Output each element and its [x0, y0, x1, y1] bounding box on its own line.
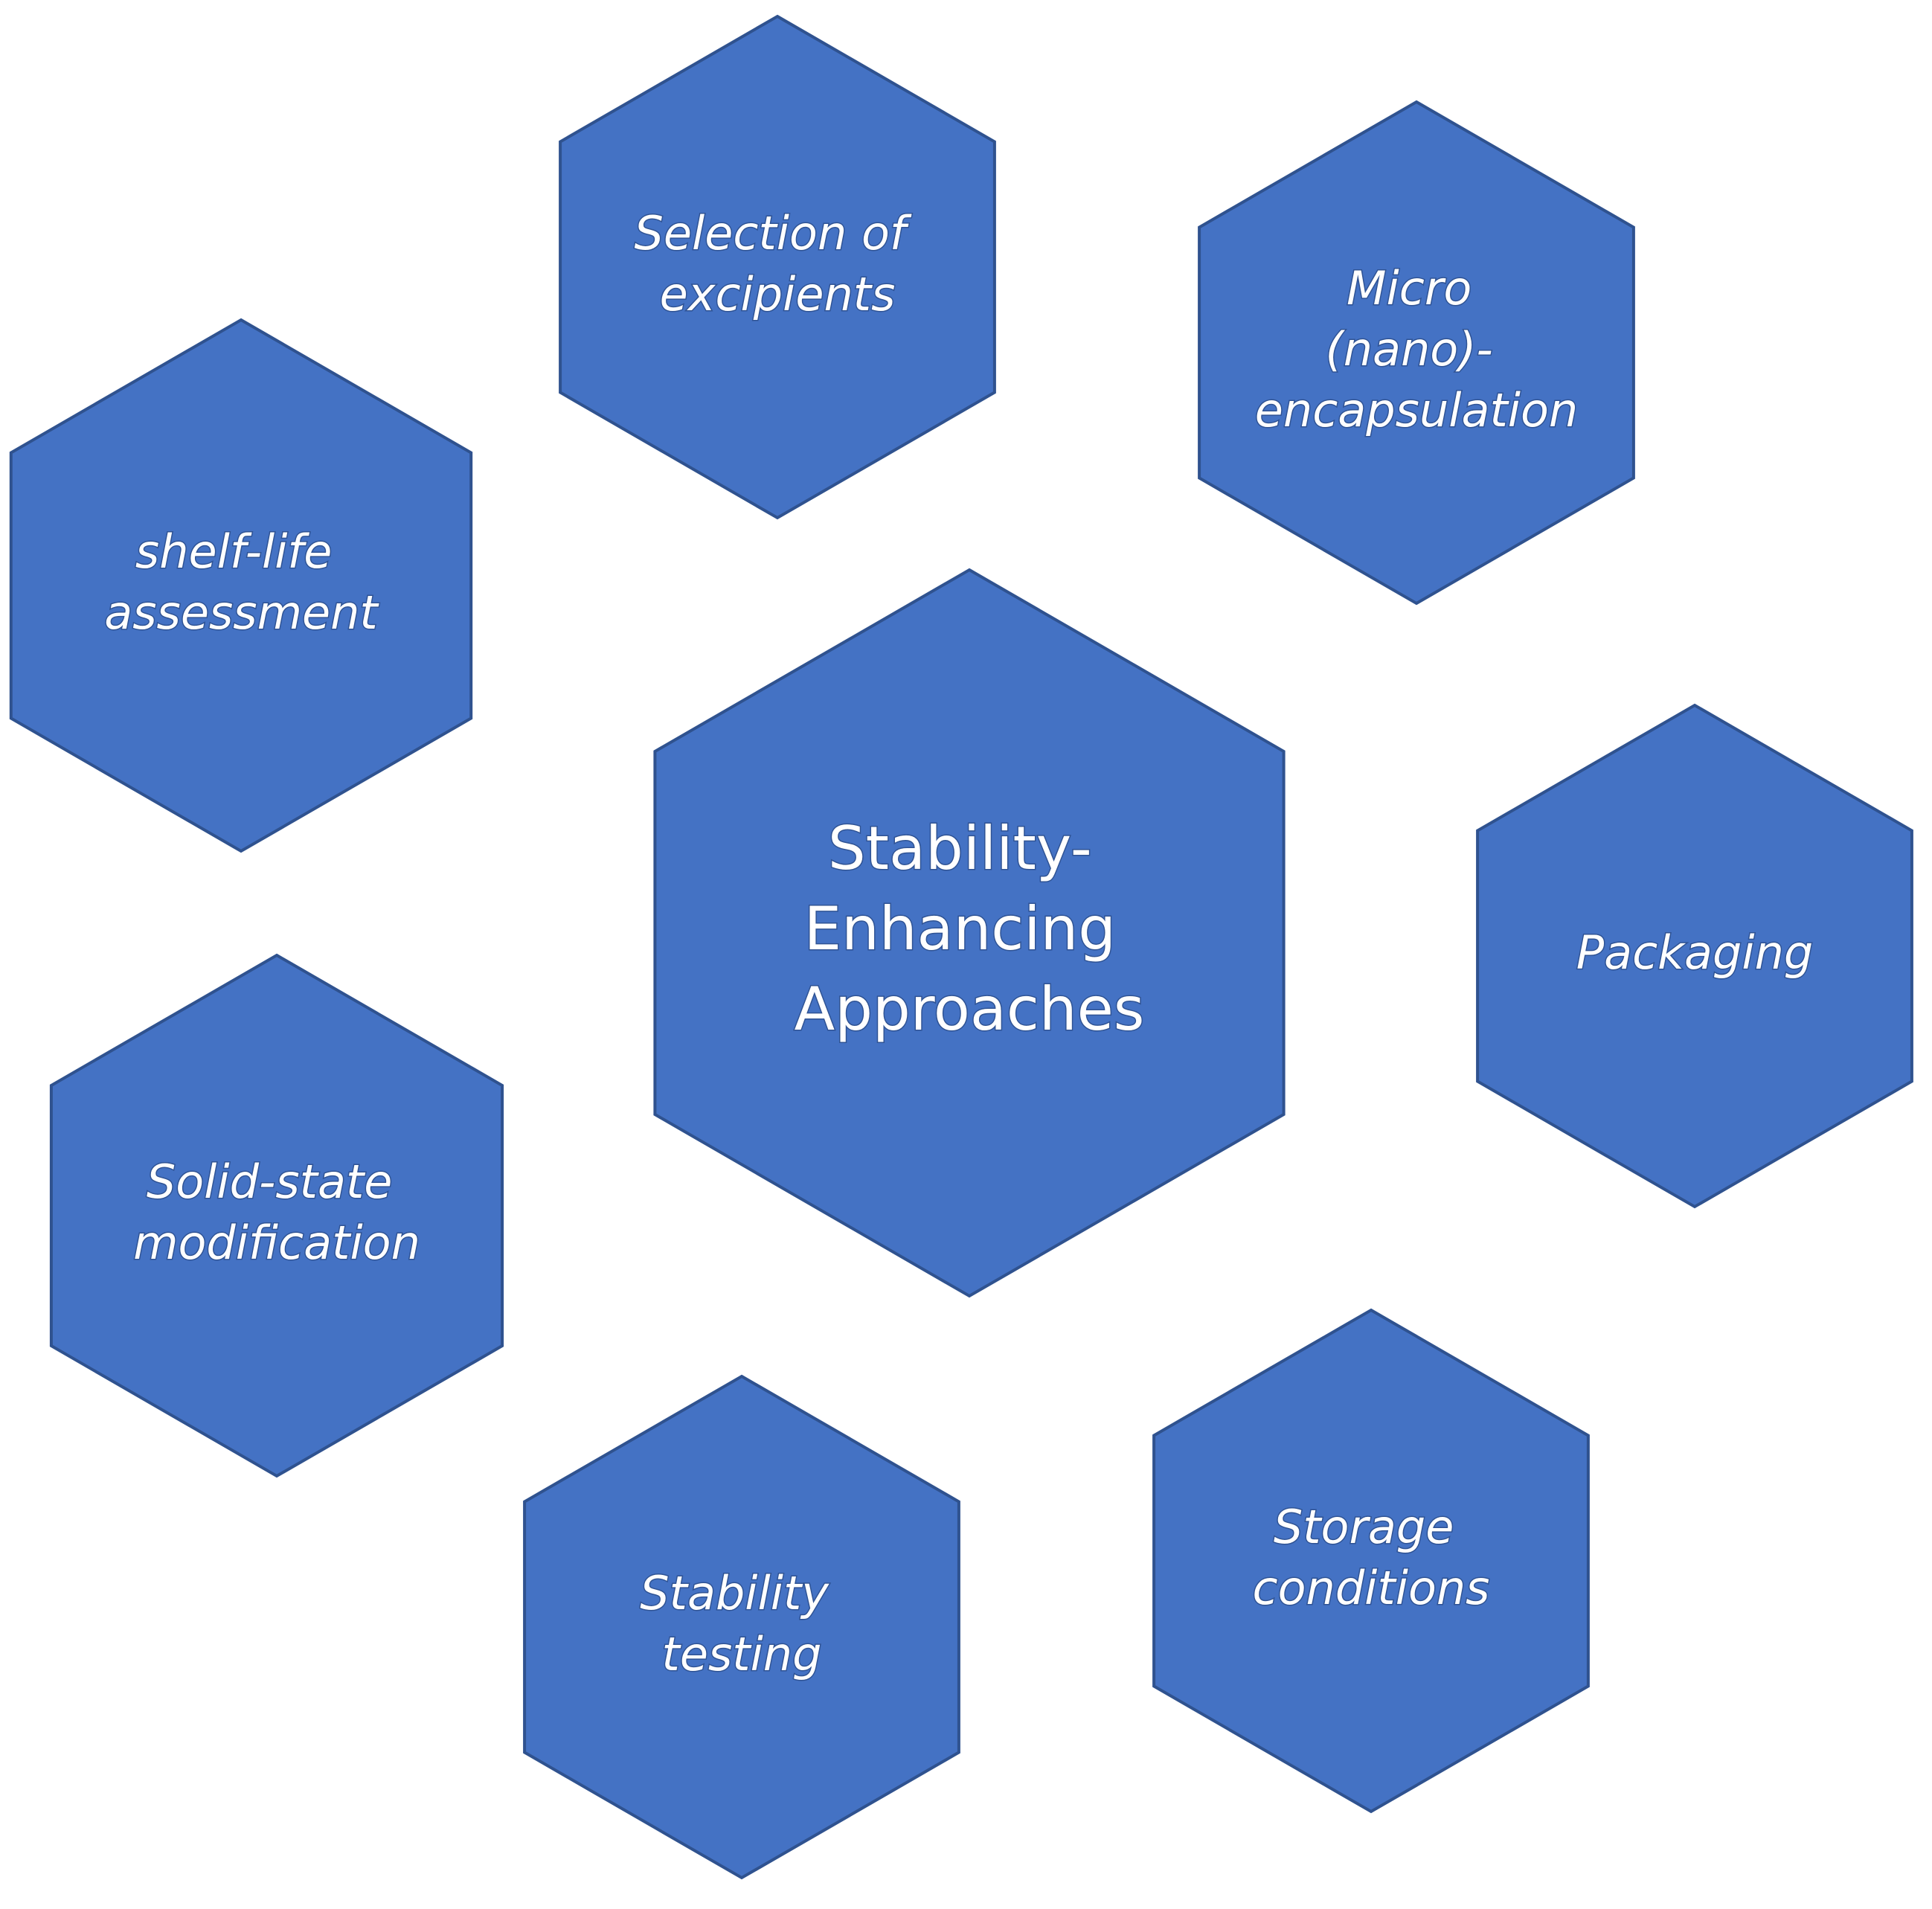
- hexagon-label: Stability testing: [640, 1566, 843, 1681]
- hexagon-stability-testing: Stability testing: [523, 1374, 960, 1880]
- hexagon-shape: [1198, 100, 1635, 606]
- hexagon-storage-conditions: Storage conditions: [1152, 1308, 1590, 1814]
- label-line-2: (nano)-: [1326, 322, 1493, 376]
- hexagon-shape: [1152, 1308, 1590, 1814]
- center-hexagon-label: Stability- Enhancing Approaches: [795, 814, 1145, 1044]
- label-line-1: shelf-life: [135, 524, 333, 579]
- hexagon-packaging: Packaging: [1476, 703, 1913, 1209]
- hexagon-shape: [523, 1374, 960, 1880]
- label-line-3: encapsulation: [1255, 383, 1578, 437]
- hexagon-solid-state-modification: Solid-state modification: [49, 953, 504, 1478]
- hexagon-label: Packaging: [1576, 925, 1814, 980]
- label-line-1: Packaging: [1576, 925, 1814, 980]
- center-hexagon-shape: [653, 568, 1286, 1298]
- hexagon-label: Storage conditions: [1253, 1500, 1490, 1615]
- hexagon-shape: [49, 953, 504, 1478]
- label-line-2: excipients: [660, 267, 896, 321]
- hexagon-shape: [9, 318, 473, 853]
- hexagon-label: shelf-life assessment: [104, 524, 379, 640]
- label-line-1: Micro: [1347, 261, 1472, 315]
- label-line-1: Stability: [640, 1566, 829, 1620]
- center-label-line-2: Enhancing: [804, 894, 1116, 963]
- center-hexagon-stability-enhancing-approaches: Stability- Enhancing Approaches: [653, 568, 1286, 1298]
- label-line-2: modification: [133, 1216, 420, 1270]
- label-line-2: assessment: [104, 585, 379, 640]
- label-line-2: conditions: [1253, 1561, 1490, 1615]
- hexagon-shelf-life-assessment: shelf-life assessment: [9, 318, 473, 853]
- hexagon-label: Solid-state modification: [133, 1155, 420, 1270]
- hexagon-selection-of-excipients: Selection of excipients: [559, 14, 996, 520]
- hexagon-micro-nano-encapsulation: Micro (nano)- encapsulation: [1198, 100, 1635, 606]
- hexagon-shape: [1476, 703, 1913, 1209]
- label-line-2: testing: [662, 1627, 822, 1681]
- hexagon-label: Micro (nano)- encapsulation: [1255, 261, 1578, 437]
- hexagon-label: Selection of excipients: [635, 206, 921, 321]
- hexagon-shape: [559, 14, 996, 520]
- label-line-1: Selection of: [635, 206, 912, 260]
- center-label-line-1: Stability-: [828, 814, 1092, 883]
- center-label-line-3: Approaches: [795, 975, 1145, 1044]
- label-line-1: Storage: [1274, 1500, 1454, 1554]
- label-line-1: Solid-state: [147, 1155, 393, 1209]
